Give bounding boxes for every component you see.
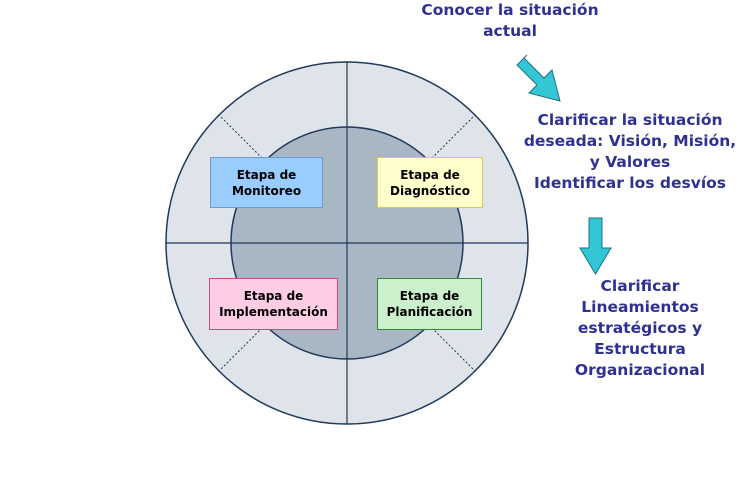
note-clarificar-lineamientos: Clarificar Lineamientos estratégicos y E… <box>574 277 706 379</box>
note-clarificar-situacion-deseada: Clarificar la situación deseada: Visión,… <box>523 111 737 192</box>
ring-divider-top-right <box>428 114 476 162</box>
note-conocer-situacion: Conocer la situación actual <box>421 1 599 40</box>
ring-divider-bottom-left <box>218 324 266 372</box>
stage-implementacion-label: Etapa de Implementación <box>219 289 328 319</box>
ring-divider-bottom-right <box>428 324 476 372</box>
stage-monitoreo: Etapa de Monitoreo <box>210 157 323 208</box>
stage-implementacion: Etapa de Implementación <box>209 278 338 330</box>
stage-diagnostico: Etapa de Diagnóstico <box>377 157 483 208</box>
stage-planificacion: Etapa de Planificación <box>377 278 482 330</box>
arrow-diagonal <box>516 54 561 102</box>
arrow-down <box>579 217 612 275</box>
stage-monitoreo-label: Etapa de Monitoreo <box>231 167 302 198</box>
stage-diagnostico-label: Etapa de Diagnóstico <box>390 167 470 198</box>
ring-divider-top-left <box>218 114 266 162</box>
stage-planificacion-label: Etapa de Planificación <box>386 289 473 319</box>
